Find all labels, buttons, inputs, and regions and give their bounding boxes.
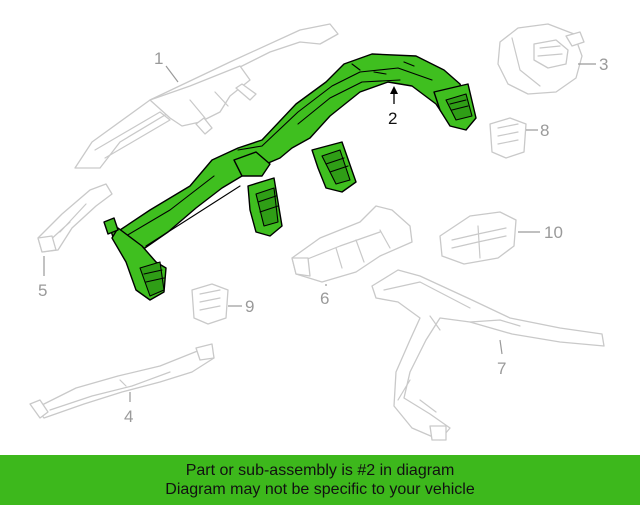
callout-1: 1 <box>154 49 163 68</box>
callout-4: 4 <box>124 407 133 426</box>
part-10-center-vent <box>439 211 517 265</box>
callout-3: 3 <box>599 55 608 74</box>
part-4-floor-duct <box>29 343 215 419</box>
callout-5: 5 <box>38 281 47 300</box>
callout-6: 6 <box>320 289 329 308</box>
part-5-side-duct <box>37 183 113 253</box>
banner-line-2: Diagram may not be specific to your vehi… <box>165 481 475 498</box>
banner-line-1: Part or sub-assembly is #2 in diagram <box>185 462 455 479</box>
callout-7: 7 <box>497 359 506 378</box>
leader-2-arrowhead <box>390 86 398 94</box>
part-3-duct-assembly <box>497 23 585 95</box>
leader-1 <box>165 65 179 83</box>
leader-7 <box>499 339 503 355</box>
callout-2: 2 <box>388 109 397 128</box>
part-1-defroster-duct <box>74 23 339 169</box>
callout-9: 9 <box>245 297 254 316</box>
info-banner: Part or sub-assembly is #2 in diagram Di… <box>0 455 640 505</box>
callout-10: 10 <box>544 223 563 242</box>
part-6-center-duct <box>291 205 413 283</box>
part-7-floor-duct <box>371 269 605 441</box>
part-8-vent <box>489 117 527 159</box>
parts-diagram: 1 3 8 5 6 10 9 <box>29 23 608 441</box>
part-9-vent <box>191 283 229 325</box>
part-2-main-air-duct <box>103 53 477 301</box>
callout-8: 8 <box>540 121 549 140</box>
